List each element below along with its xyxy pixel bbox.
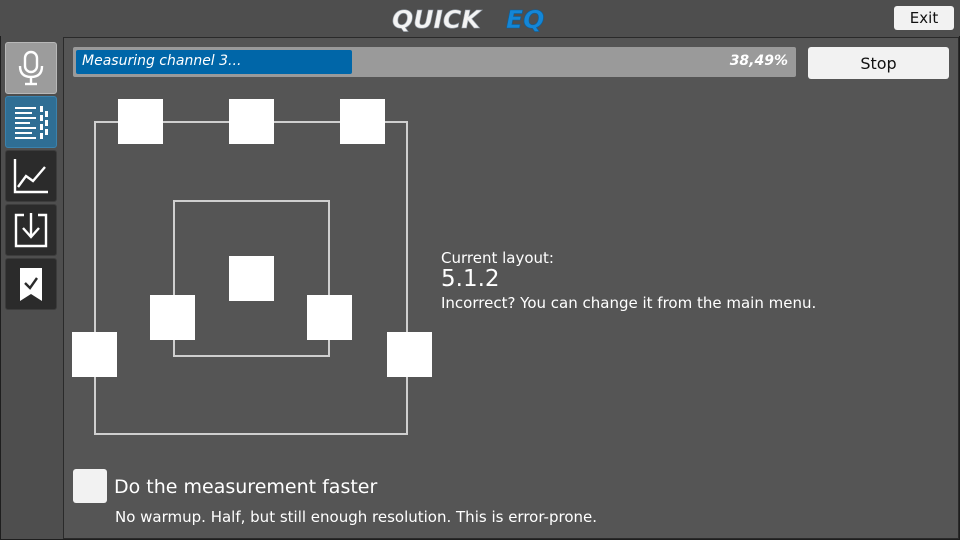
speaker-center [229, 256, 274, 301]
exit-button[interactable]: Exit [894, 6, 954, 30]
sidebar-item-list[interactable] [5, 96, 57, 148]
layout-caption: Current layout: [441, 249, 554, 267]
layout-value: 5.1.2 [441, 266, 500, 292]
quickeq-logo: QUICK EQ [392, 5, 545, 32]
layout-hint: Incorrect? You can change it from the ma… [441, 294, 817, 312]
listening-area-outline [173, 200, 330, 357]
download-icon [14, 213, 48, 248]
progress-label: Measuring channel 3... [82, 53, 242, 69]
faster-measurement-checkbox[interactable] [73, 469, 107, 503]
progress-fill [76, 50, 352, 74]
svg-text:EQ: EQ [506, 5, 544, 32]
speaker-surround-right [387, 332, 432, 377]
progress-percent: 38,49% [729, 53, 788, 69]
line-chart-icon [13, 159, 48, 194]
microphone-icon [18, 50, 44, 86]
bookmark-check-icon [20, 268, 42, 301]
speaker-front-right [307, 295, 352, 340]
title-bar: QUICK EQ Exit [0, 0, 960, 36]
stop-button[interactable]: Stop [808, 47, 949, 79]
main-panel [63, 37, 959, 539]
measurement-progress-bar: Measuring channel 3... 38,49% [73, 47, 796, 77]
sidebar-item-microphone[interactable] [5, 42, 57, 94]
speaker-top-left [118, 99, 163, 144]
sidebar-item-graph[interactable] [5, 150, 57, 202]
speaker-top-center [229, 99, 274, 144]
svg-text:QUICK: QUICK [392, 5, 482, 32]
list-icon [15, 106, 48, 139]
speaker-surround-left [72, 332, 117, 377]
faster-measurement-description: No warmup. Half, but still enough resolu… [115, 508, 597, 526]
sidebar-item-bookmark[interactable] [5, 258, 57, 310]
sidebar-item-download[interactable] [5, 204, 57, 256]
speaker-top-right [340, 99, 385, 144]
sidebar [0, 38, 62, 540]
faster-measurement-label[interactable]: Do the measurement faster [114, 476, 378, 498]
speaker-front-left [150, 295, 195, 340]
